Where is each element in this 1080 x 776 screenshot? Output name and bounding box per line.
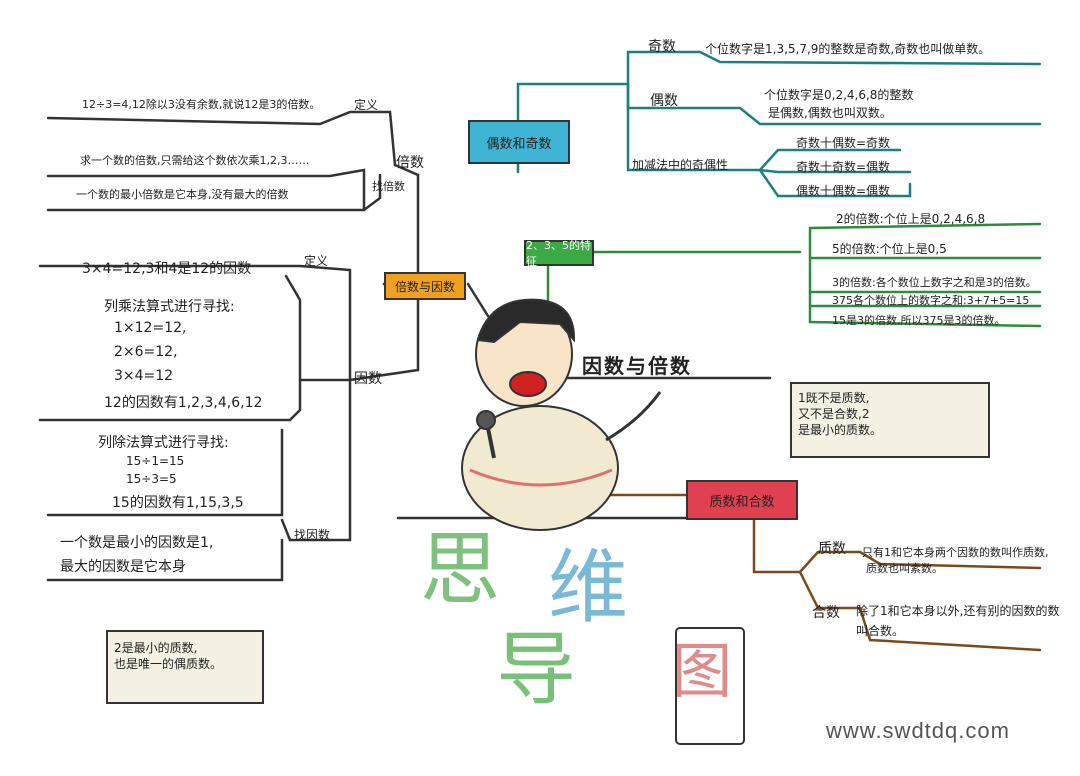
- method2-result: 15的因数有1,15,3,5: [112, 495, 244, 511]
- prime-label: 质数: [818, 541, 846, 557]
- even-label: 偶数: [650, 93, 678, 109]
- factor-least-text-1: 一个数是最小的因数是1,: [60, 535, 214, 551]
- microphone-head: [476, 410, 496, 430]
- method1-line-1: 1×12=12,: [114, 320, 187, 336]
- box-odd-even: 偶数和奇数: [468, 120, 570, 164]
- line-pc: [752, 518, 802, 574]
- line-factor-find-bracket: [46, 428, 292, 582]
- line-composite: [798, 570, 1042, 652]
- method2-title: 列除法算式进行寻找:: [98, 435, 229, 451]
- factor-least-text-2: 最大的因数是它本身: [60, 559, 186, 575]
- box-multiple-factor: 倍数与因数: [384, 272, 466, 300]
- even-text-2: 是偶数,偶数也叫双数。: [768, 106, 892, 120]
- factor-label: 因数: [354, 371, 382, 387]
- figure-body: [461, 405, 619, 531]
- big-title-char-2: 维: [548, 541, 628, 634]
- line-multiple-def: [46, 110, 397, 167]
- note-one-line-1: 1既不是质数,: [798, 391, 870, 405]
- note-two: 2是最小的质数, 也是唯一的偶质数。: [106, 630, 264, 704]
- factor-def-label: 定义: [304, 254, 329, 268]
- addsub-rule-2: 奇数十奇数=偶数: [796, 160, 891, 174]
- factor-def-text: 3×4=12,3和4是12的因数: [82, 261, 252, 277]
- figure-stripe: [469, 468, 613, 487]
- note-two-line-2: 也是唯一的偶质数。: [114, 657, 223, 671]
- method1-result: 12的因数有1,2,3,4,6,12: [104, 395, 263, 411]
- line-mf-factor: [298, 282, 420, 382]
- microphone-handle: [486, 427, 496, 459]
- box-odd-even-label: 偶数和奇数: [486, 136, 552, 152]
- composite-text-1: 除了1和它本身以外,还有别的因数的数: [856, 604, 1060, 618]
- box-235-label: 2、3、5的特征: [526, 239, 591, 268]
- addsub-label: 加减法中的奇偶性: [632, 158, 729, 172]
- line-prime: [798, 550, 1042, 574]
- composite-label: 合数: [812, 605, 840, 621]
- feature-item-3: 3的倍数:各个数位上数字之和是3的倍数。: [832, 276, 1037, 289]
- addsub-rule-1: 奇数十偶数=奇数: [796, 136, 891, 150]
- big-title-char-3: 导: [496, 623, 576, 716]
- method1-line-2: 2×6=12,: [114, 344, 178, 360]
- addsub-rule-3: 偶数十偶数=偶数: [796, 184, 891, 198]
- figure-hair: [476, 298, 576, 344]
- figure-mouth: [509, 371, 547, 397]
- feature-item-4: 375各个数位上的数字之和:3+7+5=15: [832, 294, 1030, 307]
- multiple-def-label: 定义: [354, 98, 379, 112]
- method2-line-1: 15÷1=15: [126, 454, 185, 468]
- line-factor-def: [38, 264, 352, 382]
- frame-tu: [675, 627, 745, 745]
- box-prime-composite: 质数和合数: [686, 480, 798, 520]
- line-multiple-find: [46, 168, 382, 212]
- feature-item-5: 15是3的倍数,所以375是3的倍数。: [832, 314, 1006, 327]
- prime-text-1: 只有1和它本身两个因数的数叫作质数,: [862, 546, 1049, 559]
- feature-item-1: 2的倍数:个位上是0,2,4,6,8: [836, 212, 986, 226]
- watermark: www.swdtdq.com: [826, 718, 1010, 743]
- note-two-line-1: 2是最小的质数,: [114, 641, 198, 655]
- cartoon-figure: [461, 298, 662, 531]
- method1-title: 列乘法算式进行寻找:: [104, 299, 235, 315]
- method1-line-3: 3×4=12: [114, 368, 174, 384]
- prime-text-2: 质数也叫素数。: [866, 562, 943, 575]
- multiple-label: 倍数: [396, 155, 424, 171]
- multiple-least-text: 一个数的最小倍数是它本身,没有最大的倍数: [76, 188, 289, 201]
- line-addsub-rules: [758, 148, 912, 198]
- note-one-line-3: 是最小的质数。: [798, 423, 883, 437]
- big-title-char-1: 思: [420, 523, 500, 616]
- multiple-find-label: 找倍数: [372, 180, 405, 193]
- line-odd: [626, 50, 1042, 86]
- method2-line-2: 15÷3=5: [126, 472, 177, 486]
- line-addsub: [626, 82, 762, 172]
- composite-text-2: 叫合数。: [856, 624, 905, 638]
- multiple-find-text: 求一个数的倍数,只需给这个数依次乘1,2,3……: [80, 154, 310, 167]
- multiple-def-text: 12÷3=4,12除以3没有余数,就说12是3的倍数。: [82, 98, 321, 111]
- title-banner: 因数与倍数: [582, 354, 692, 378]
- note-one-line-2: 又不是合数,2: [798, 407, 870, 421]
- figure-arm: [605, 391, 662, 442]
- line-235-items: [808, 256, 1042, 308]
- feature-item-2: 5的倍数:个位上是0,5: [832, 242, 947, 256]
- box-multiple-factor-label: 倍数与因数: [394, 279, 455, 294]
- line-factor-find: [288, 378, 352, 542]
- odd-text: 个位数字是1,3,5,7,9的整数是奇数,奇数也叫做单数。: [705, 42, 991, 56]
- odd-label: 奇数: [648, 39, 676, 55]
- line-center-to-mf: [466, 282, 490, 318]
- note-one: 1既不是质数, 又不是合数,2 是最小的质数。: [790, 382, 990, 458]
- box-235: 2、3、5的特征: [524, 239, 594, 268]
- line-235-bracket: [808, 222, 1042, 328]
- factor-find-label: 找因数: [294, 528, 331, 542]
- line-factor-method1: [38, 274, 302, 422]
- big-title-char-4: 图: [672, 637, 732, 707]
- even-text-1: 个位数字是0,2,4,6,8的整数: [764, 88, 914, 102]
- box-prime-composite-label: 质数和合数: [709, 494, 775, 510]
